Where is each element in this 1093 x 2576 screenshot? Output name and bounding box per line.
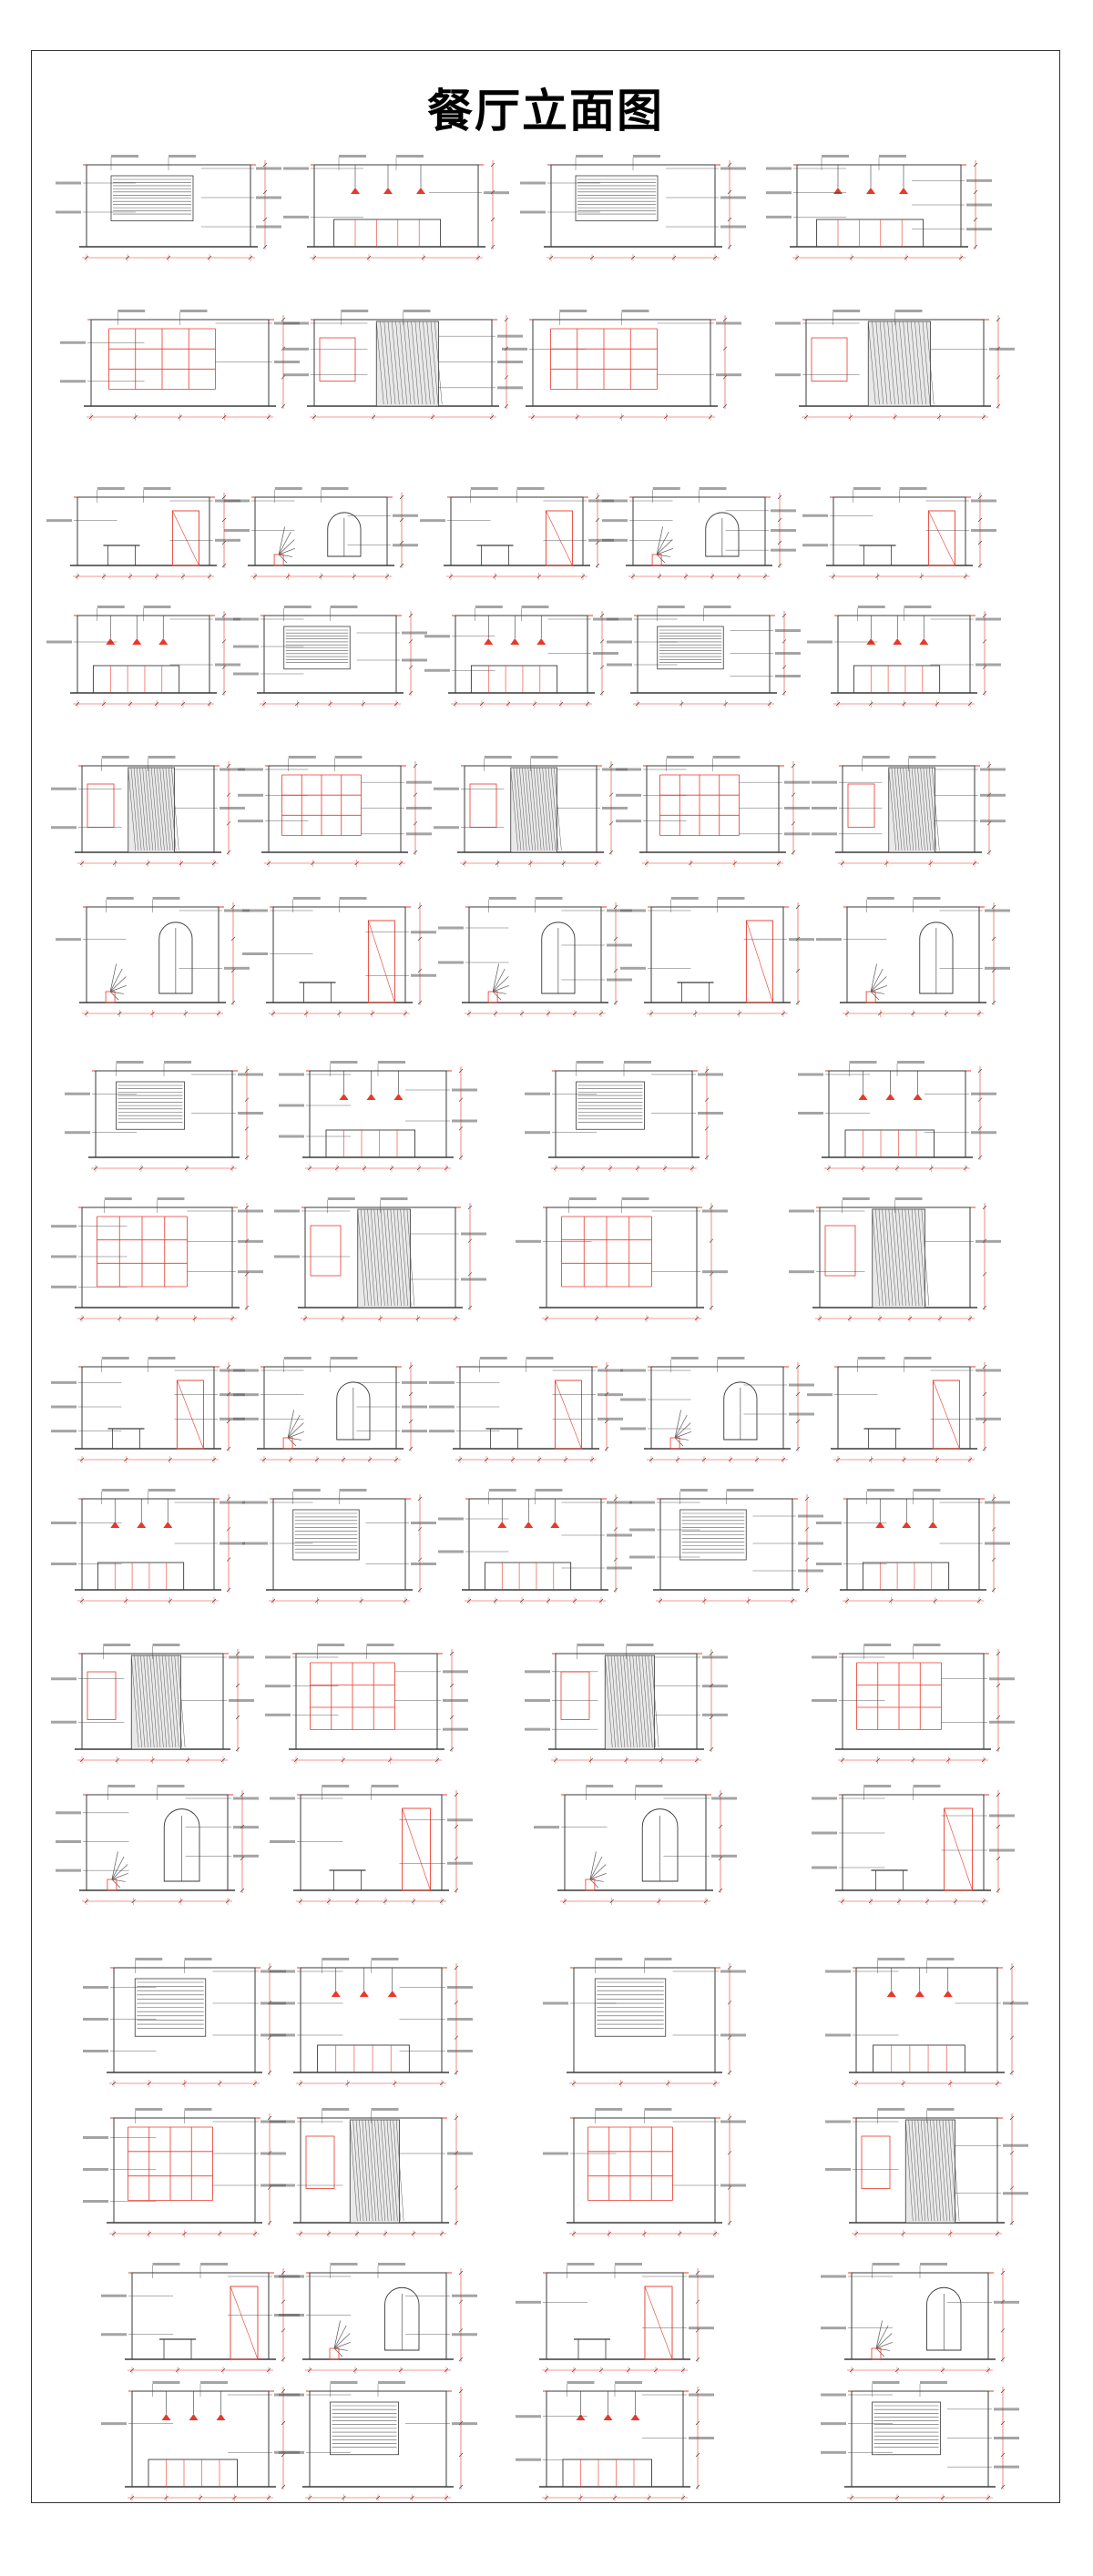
page-title: 餐厅立面图 (427, 85, 664, 137)
elevation-drawing (270, 1950, 487, 2104)
elevation-drawing (775, 301, 1029, 438)
elevation-drawing (279, 2255, 492, 2391)
elevation-drawing (283, 301, 537, 438)
elevation-drawing (620, 889, 829, 1034)
elevation-drawing (434, 748, 642, 884)
elevation-drawing (821, 2373, 1034, 2519)
elevation-drawing (812, 748, 1020, 884)
elevation-drawing (83, 1950, 301, 2104)
elevation-drawing (516, 1189, 742, 1339)
elevation-drawing (270, 1777, 487, 1922)
elevation-drawing (429, 1349, 638, 1481)
elevation-drawing (543, 2100, 761, 2255)
elevation-drawing (602, 479, 811, 597)
elevation-drawing (270, 2100, 487, 2255)
elevation-drawing (825, 2100, 1043, 2255)
elevation-drawing (56, 147, 296, 279)
elevation-drawing (543, 1950, 761, 2104)
elevation-drawing (51, 748, 260, 884)
elevation-drawing (233, 1349, 442, 1481)
elevation-drawing (620, 1349, 829, 1481)
elevation-drawing (420, 479, 628, 597)
elevation-drawing (812, 1635, 1029, 1781)
elevation-drawing (238, 748, 446, 884)
elevation-drawing (56, 1777, 273, 1922)
elevation-drawing (51, 1635, 269, 1781)
elevation-drawing (265, 1635, 483, 1781)
elevation-drawing (224, 479, 433, 597)
elevation-drawing (502, 301, 756, 438)
elevation-drawing (766, 147, 1006, 279)
elevation-drawing (279, 2373, 492, 2519)
elevation-drawing (279, 1053, 492, 1189)
elevation-drawing (438, 1481, 647, 1622)
elevation-drawing (807, 597, 1016, 725)
elevation-drawing (816, 889, 1025, 1034)
elevation-drawing (65, 1053, 278, 1189)
elevation-drawing (56, 889, 264, 1034)
elevation-drawing (525, 1635, 742, 1781)
elevation-drawing (438, 889, 647, 1034)
elevation-drawing (629, 1481, 838, 1622)
elevation-drawing (283, 147, 524, 279)
elevation-drawing (607, 597, 815, 725)
elevation-drawing (798, 1053, 1011, 1189)
elevation-drawing (274, 1189, 501, 1339)
elevation-drawing (802, 479, 1011, 597)
elevation-drawing (516, 2373, 729, 2519)
elevation-drawing (46, 597, 255, 725)
elevation-drawing (525, 1053, 738, 1189)
elevation-drawing (51, 1349, 260, 1481)
elevation-drawing (242, 1481, 451, 1622)
elevation-drawing (424, 597, 633, 725)
elevation-drawing (51, 1189, 278, 1339)
elevation-drawing (789, 1189, 1016, 1339)
elevation-drawing (46, 479, 255, 597)
elevation-drawing (816, 1481, 1025, 1622)
elevation-drawing (821, 2255, 1034, 2391)
elevation-drawing (812, 1777, 1029, 1922)
elevation-drawing (242, 889, 451, 1034)
elevation-drawing (83, 2100, 301, 2255)
elevation-drawing (51, 1481, 260, 1622)
elevation-drawing (807, 1349, 1016, 1481)
elevation-drawing (60, 301, 314, 438)
elevation-drawing (825, 1950, 1043, 2104)
elevation-drawing (233, 597, 442, 725)
drawing-sheet: 餐厅立面图 (31, 50, 1060, 2503)
elevation-drawing (534, 1777, 751, 1922)
elevation-drawing (616, 748, 824, 884)
elevation-drawing (520, 147, 761, 279)
elevation-drawing (516, 2255, 729, 2391)
